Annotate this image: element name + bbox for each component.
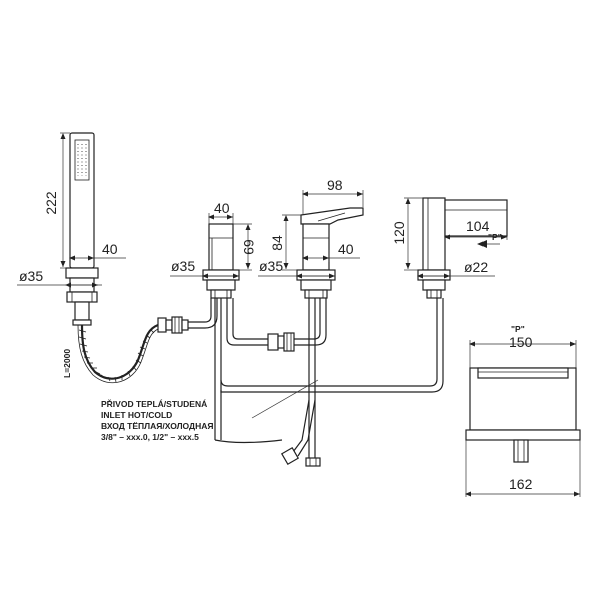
hose-length-label: L=2000 bbox=[62, 349, 72, 378]
dim-spout-reach-label: 104 bbox=[466, 218, 490, 234]
note-line-3: ВХОД ТЁПЛАЯ/ХОЛОДНАЯ bbox=[101, 421, 214, 431]
spout-outlet-slot bbox=[477, 367, 569, 379]
dim-mixer-width: 40 bbox=[302, 241, 360, 262]
mixer-base bbox=[296, 269, 336, 281]
view-p-title: "P" bbox=[511, 324, 525, 334]
note-leader bbox=[251, 379, 319, 419]
shower-handle bbox=[69, 132, 95, 269]
mixer-lever bbox=[300, 207, 364, 225]
dim-valve-height-label: 69 bbox=[241, 239, 257, 255]
hose-coil-marks bbox=[78, 329, 155, 383]
view-p-marker-label: "P" bbox=[488, 232, 502, 242]
dim-mixer-reach: 98 bbox=[302, 177, 364, 215]
dim-valve-base-label: ø35 bbox=[171, 258, 195, 274]
shower-holder-top bbox=[65, 267, 99, 279]
dim-shower-width: 40 bbox=[69, 241, 126, 265]
shower-hose: L=2000 bbox=[62, 323, 159, 384]
diverter-valve bbox=[202, 223, 240, 299]
dim-shower-base-label: ø35 bbox=[19, 268, 43, 284]
shower-shank-end bbox=[72, 319, 92, 326]
spout bbox=[417, 197, 508, 299]
mixer-body bbox=[302, 223, 330, 271]
spout-column bbox=[422, 197, 446, 271]
dim-spout-height: 120 bbox=[391, 197, 423, 271]
inlet-note: PŘIVOD TEPLÁ/STUDENÁ INLET HOT/COLD ВХОД… bbox=[101, 398, 214, 442]
spout-base bbox=[417, 269, 451, 281]
note-line-1: PŘIVOD TEPLÁ/STUDENÁ bbox=[101, 398, 207, 409]
dim-spout-base: ø22 bbox=[417, 259, 495, 279]
dim-shower-width-label: 40 bbox=[102, 241, 118, 257]
shower-shank bbox=[74, 301, 90, 321]
dim-mixer-reach-label: 98 bbox=[327, 177, 343, 193]
dim-valve-width-label: 40 bbox=[214, 200, 230, 216]
view-p-marker: "P" bbox=[477, 232, 502, 248]
dim-shower-height: 222 bbox=[43, 132, 70, 269]
dim-view-bottom-width-label: 162 bbox=[509, 476, 533, 492]
dim-valve-height: 69 bbox=[233, 223, 257, 271]
shower-head-grid bbox=[74, 139, 90, 181]
dim-mixer-width-label: 40 bbox=[338, 241, 354, 257]
dim-spout-base-label: ø22 bbox=[464, 259, 488, 275]
dim-mixer-base: ø35 bbox=[258, 258, 335, 279]
piping bbox=[188, 298, 444, 467]
spout-front-shank bbox=[513, 439, 529, 463]
note-line-4: 3/8" – xxx.0, 1/2" – xxx.5 bbox=[101, 432, 199, 442]
valve-base bbox=[202, 269, 240, 281]
dim-view-top-width-label: 150 bbox=[509, 334, 533, 350]
hose-connector bbox=[157, 316, 189, 334]
dim-mixer-base-label: ø35 bbox=[259, 258, 283, 274]
dim-shower-base: ø35 bbox=[17, 268, 102, 288]
view-p: "P" 150 162 bbox=[465, 324, 581, 497]
dim-shower-height-label: 222 bbox=[43, 191, 59, 215]
dim-valve-width: 40 bbox=[208, 200, 234, 224]
dim-mixer-height: 84 bbox=[269, 214, 301, 271]
dim-spout-reach: 104 bbox=[444, 218, 508, 240]
valve-handle bbox=[208, 223, 234, 271]
hand-shower bbox=[65, 132, 99, 326]
dim-mixer-height-label: 84 bbox=[269, 235, 285, 251]
spout-front-base bbox=[465, 429, 581, 441]
note-line-2: INLET HOT/COLD bbox=[101, 410, 172, 420]
dim-spout-height-label: 120 bbox=[391, 221, 407, 245]
shower-holder-nut bbox=[66, 291, 98, 303]
dim-valve-base: ø35 bbox=[170, 258, 239, 279]
